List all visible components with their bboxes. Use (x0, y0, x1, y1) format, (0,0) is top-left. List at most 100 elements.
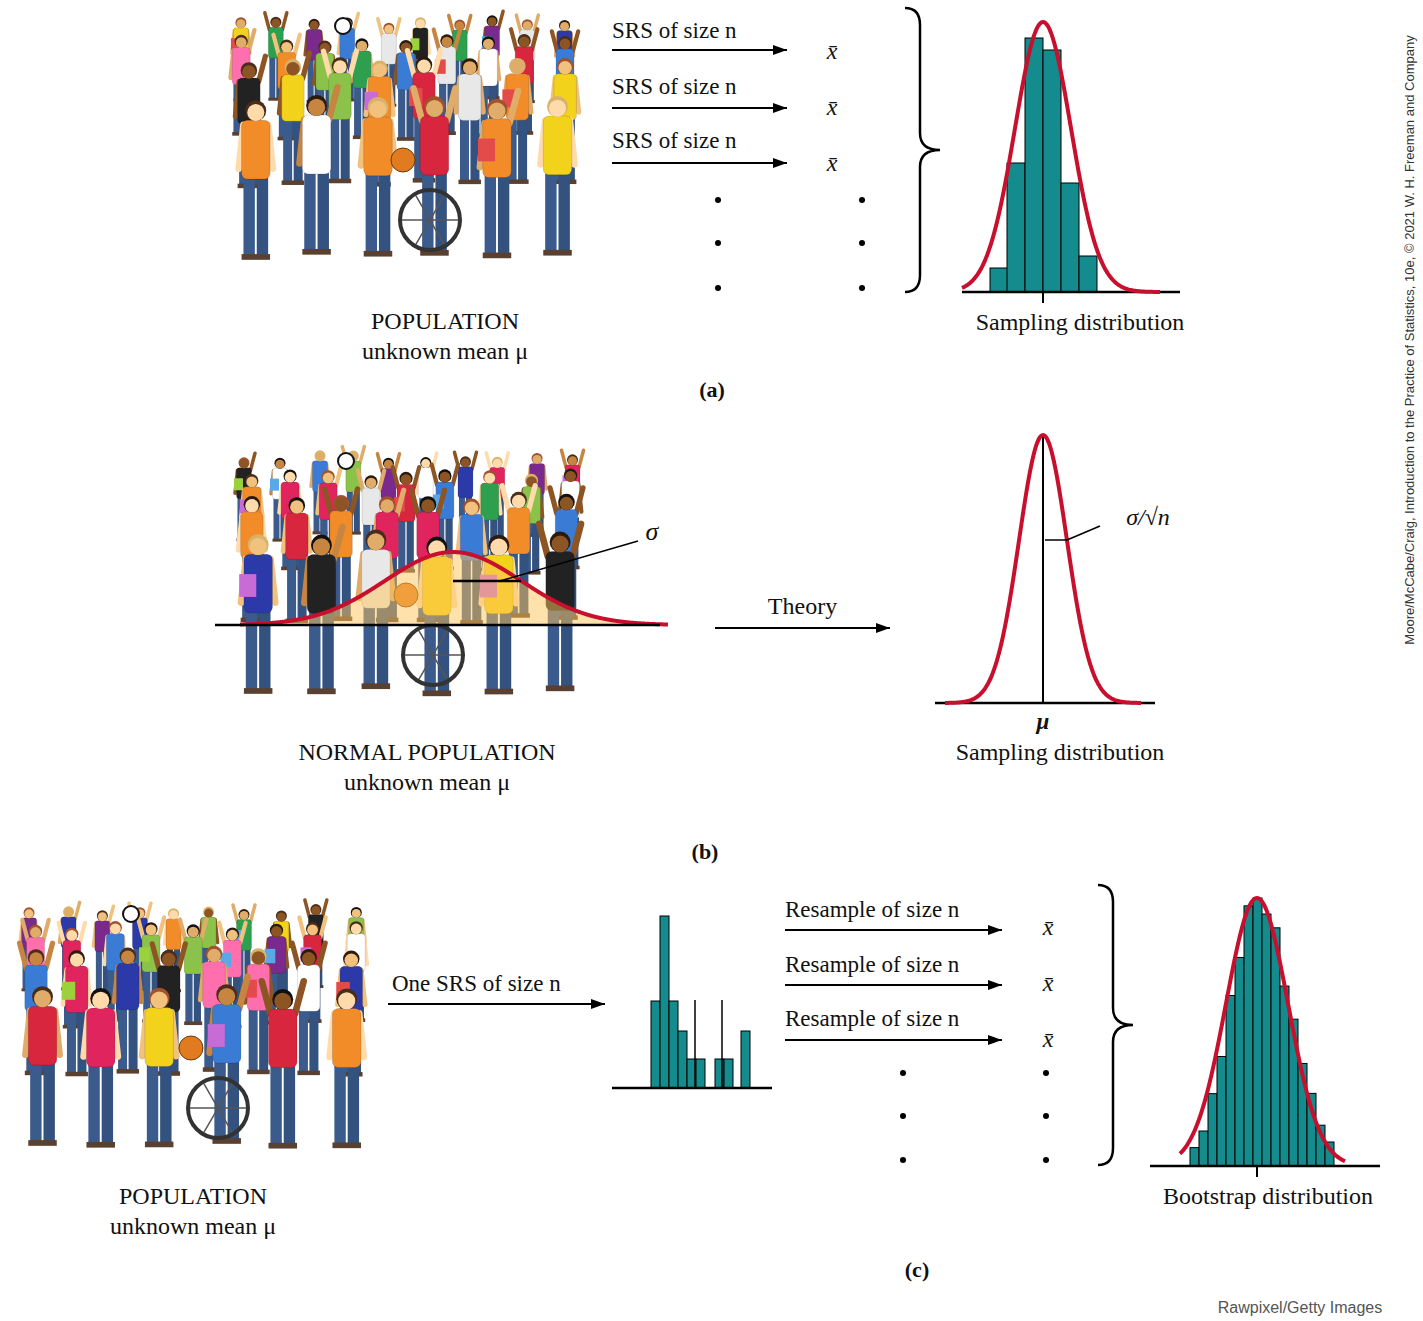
person-hair (274, 458, 285, 469)
illustration-layer (20, 8, 1380, 1177)
person-leg (558, 172, 569, 253)
wheel-spoke (190, 1107, 218, 1109)
person-leg (160, 1064, 171, 1145)
histogram-bar (1190, 1148, 1199, 1166)
held-book (239, 574, 256, 597)
sample-arrow (388, 1003, 605, 1005)
person-arm (502, 486, 509, 512)
person-hair (306, 95, 327, 116)
person-head (34, 990, 51, 1007)
person-hair (333, 495, 350, 512)
wheel-spoke (433, 654, 461, 656)
person-arm (378, 19, 383, 36)
person-leg (88, 1064, 99, 1145)
person-hair (350, 921, 363, 934)
person-arm (325, 489, 332, 515)
person-shoe (282, 180, 305, 185)
sample-arrow (612, 162, 787, 164)
person-hair (365, 529, 386, 550)
person-head (286, 62, 300, 76)
symbol-label: σ/√n (1124, 504, 1172, 532)
wheelchair-wheel (400, 190, 460, 250)
resample-arrow (785, 984, 1002, 986)
person-shoe (485, 689, 513, 695)
person (299, 87, 337, 254)
person-leg (243, 176, 254, 257)
person-shoe (362, 683, 391, 689)
ellipsis-dot (900, 1157, 906, 1163)
person-shoe (458, 180, 481, 185)
crowd-photo (230, 11, 578, 260)
person-arm (552, 31, 557, 51)
person-head (490, 539, 507, 556)
arrow-label: SRS of size n (612, 18, 737, 44)
person-hair (284, 469, 297, 482)
person (540, 96, 574, 256)
person-shoe (297, 1071, 320, 1076)
distribution-panel: Sampling distribution (950, 5, 1212, 345)
person-arm (305, 900, 310, 917)
person-head (207, 949, 221, 963)
person-hair (238, 909, 249, 920)
person-hair (235, 17, 246, 28)
sample-mean: x̄ (827, 94, 838, 122)
histogram-bar (1208, 1094, 1217, 1166)
person-arm (379, 470, 384, 490)
photo-credit: Rawpixel/Getty Images (1218, 1299, 1383, 1317)
person-hair (557, 58, 574, 75)
wheel-spoke (218, 1084, 232, 1108)
sample-arrow (612, 49, 787, 51)
histogram-bar (1235, 957, 1244, 1166)
person-leg (354, 86, 361, 137)
person-head (247, 104, 264, 121)
person-hair (487, 99, 508, 120)
person-head (313, 538, 330, 555)
person-hair (518, 34, 531, 47)
caption-block: NORMAL POPULATIONunknown mean μ (298, 737, 555, 797)
person-head (242, 65, 256, 79)
person-hair (438, 469, 451, 482)
person-head (271, 19, 280, 28)
wheel-spoke (204, 1084, 218, 1108)
person-shirt (368, 76, 391, 123)
person-arm (377, 454, 382, 471)
person-head (351, 924, 362, 935)
wheel-spoke (204, 1108, 218, 1132)
histogram-bar (1280, 986, 1289, 1166)
normal-curve (962, 22, 1160, 292)
person-hair (482, 36, 495, 49)
person-head (245, 499, 259, 513)
person-shoe (307, 688, 336, 694)
person-arm (201, 919, 206, 939)
person-shirt (86, 1008, 115, 1067)
person-hair (285, 59, 302, 76)
person-arm (354, 13, 359, 30)
person-arm (146, 903, 151, 920)
person-head (483, 39, 494, 50)
panel-letter: (a) (699, 377, 725, 402)
person-arm (294, 35, 299, 55)
person-hair (364, 475, 377, 488)
person-leg (309, 1009, 318, 1073)
person-arm (466, 16, 471, 33)
person-hair (270, 924, 283, 937)
caption-text: Bootstrap distribution (1163, 1181, 1373, 1211)
arrow-label: One SRS of size n (392, 971, 561, 997)
person-arm (397, 490, 404, 515)
person (142, 988, 176, 1148)
leader-line (500, 541, 638, 581)
ellipsis-dot (859, 197, 865, 203)
wheel-spoke (218, 1108, 232, 1132)
ellipsis-dot (1043, 1157, 1049, 1163)
person-head (568, 456, 577, 465)
person-leg (269, 57, 275, 100)
person-hair (399, 472, 412, 485)
population-panel: POPULATIONunknown mean μ (5, 898, 380, 1247)
person-arm (412, 490, 419, 516)
person-hair (351, 907, 362, 918)
person-shoe (332, 1142, 361, 1148)
person-hair (332, 57, 349, 74)
sample-arrow (612, 107, 787, 109)
person-leg (284, 1065, 295, 1146)
person-head (285, 472, 296, 483)
